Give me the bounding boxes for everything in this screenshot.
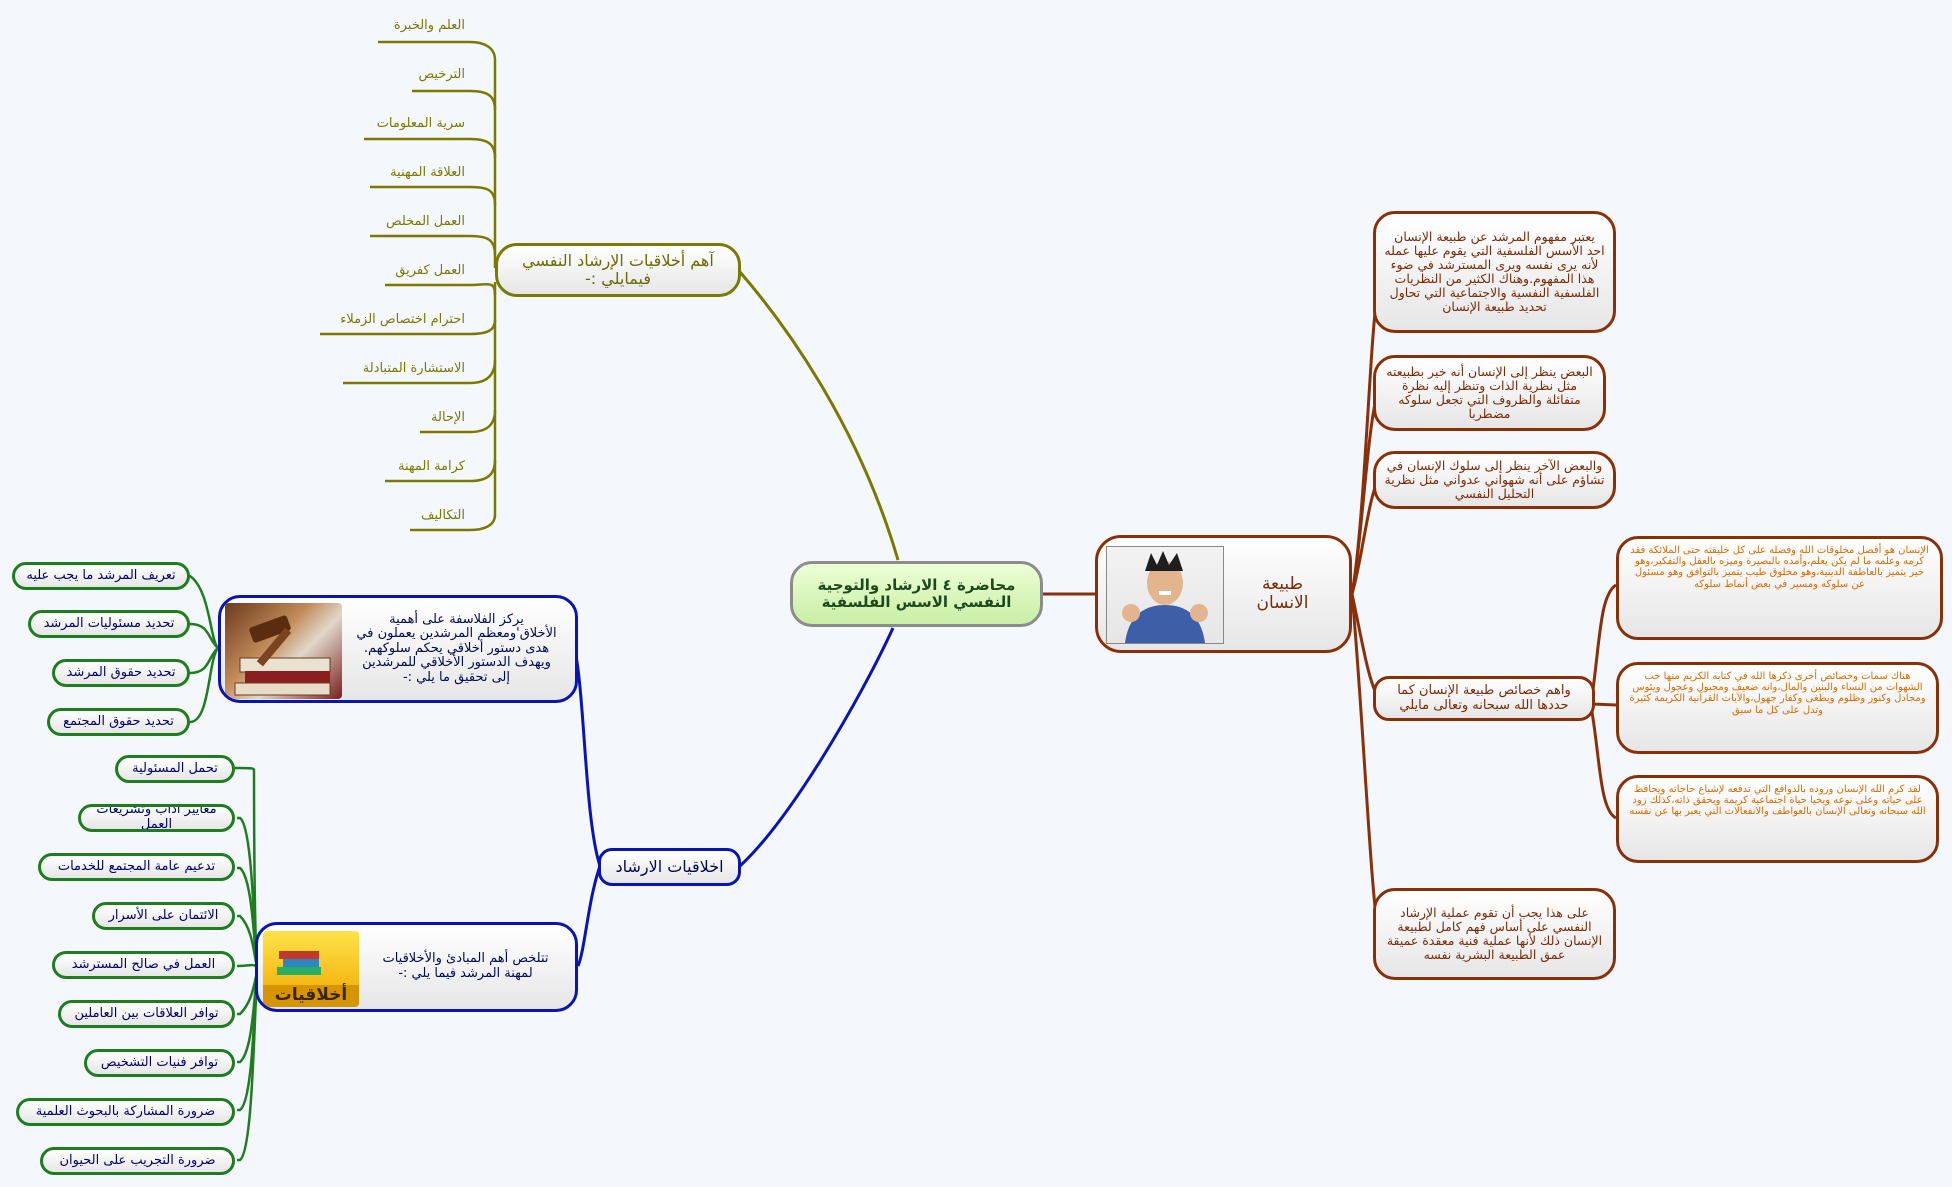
guidance-node[interactable]: اخلاقيات الارشاد [598,848,741,886]
human-nature-item[interactable]: يعتبر مفهوم المرشد عن طبيعة الإنسان احد … [1373,211,1616,333]
philosophy-item[interactable]: تحديد مسئوليات المرشد [28,610,190,638]
ethics-book-label: أخلاقيات [274,985,348,1005]
connector-guidance-principles [576,865,602,967]
connector-char-1 [1590,583,1617,698]
connector-olive-spine-lower [410,282,497,532]
ethics-main-title: آهم أخلاقيات الإرشاد النفسي فيمايلي :- [522,251,714,288]
ethics-item: العمل كفريق [395,263,465,278]
characteristics-title: واهم خصائص طبيعة الإنسان كما حددها الله … [1397,682,1571,713]
connector-green-p3 [186,647,220,724]
gavel-icon [234,615,331,696]
connector-olive-2 [364,137,497,159]
principles-item[interactable]: ضرورة التجريب على الحيوان [40,1147,235,1175]
principles-item[interactable]: العمل في صالح المسترشد [52,951,235,979]
human-nature-item[interactable]: البعض ينظر إلى الإنسان أنه خير بطبيعته م… [1373,355,1606,431]
characteristic-item[interactable]: الإنسان هو أفضل مخلوقات الله وفضله على ك… [1616,536,1943,640]
principles-text: تتلخص أهم المبادئ والأخلاقيات لمهنة المر… [382,951,549,981]
connector-olive-6 [320,319,497,336]
characteristic-item[interactable]: لقد كرم الله الإنسان وزوده بالدوافع التي… [1616,775,1939,863]
principles-item[interactable]: معايير آداب وتشريعات العمل [78,804,235,832]
ethics-book-image: أخلاقيات [263,931,359,1007]
connector-olive-7 [343,359,497,385]
connector-olive-5 [385,282,497,296]
human-nature-item[interactable]: والبعض الآخر ينظر إلى سلوك الإنسان في تش… [1373,451,1616,509]
human-nature-item[interactable]: على هذا يجب أن تقوم عملية الإرشاد النفسي… [1373,888,1616,980]
connector-char-3 [1590,711,1617,820]
person-icon [1122,551,1208,643]
human-nature-title: طبيعة الانسان [1256,573,1309,613]
connector-green-q9 [237,969,260,1162]
connector-hn-1 [1350,289,1380,595]
characteristic-item[interactable]: هناك سمات وخصائص أخرى ذكرها الله في كتاب… [1616,662,1939,754]
ethics-item: احترام اختصاص الزملاء [340,312,465,327]
connector-olive-3 [370,185,497,206]
philosophy-text: يركز الفلاسفة على أهمية الأخلاق'ومعظم ال… [356,611,557,685]
guidance-title: اخلاقيات الارشاد [615,857,724,877]
philosophy-item[interactable]: تعريف المرشد ما يجب عليه [12,562,190,590]
root-node[interactable]: محاضرة ٤ الارشاد والتوجية النفسي الاسس ا… [790,561,1043,627]
connector-hn-5 [1350,593,1380,933]
ethics-item: سرية المعلومات [376,116,465,131]
connector-char-2 [1591,702,1617,707]
gavel-books-image [225,603,342,699]
ethics-item: العمل المخلص [385,214,465,229]
ethics-item: الإحالة [431,410,465,425]
philosophy-node[interactable]: يركز الفلاسفة على أهمية الأخلاق'ومعظم ال… [218,595,578,703]
connector-root-guidance [738,627,895,868]
stressed-man-photo [1106,546,1224,644]
connector-olive-1 [412,89,497,111]
principles-item[interactable]: ضرورة المشاركة بالبحوث العلمية [16,1098,235,1126]
principles-item[interactable]: تحمل المسئولية [115,755,235,783]
connector-root-ethics-main [738,271,900,561]
ethics-item: كرامة المهنة [397,459,465,474]
connector-olive-spine [378,40,497,268]
principles-item[interactable]: تدعيم عامة المجتمع للخدمات [38,853,235,881]
human-nature-node[interactable]: طبيعة الانسان [1095,535,1352,653]
connector-green-spine-top [188,574,220,649]
connector-guidance-philosophy [573,649,602,867]
books-icon [263,951,359,1007]
connector-olive-8 [420,409,497,434]
connector-olive-4 [370,234,497,256]
ethics-item: العلم والخبرة [393,18,465,33]
characteristics-node[interactable]: واهم خصائص طبيعة الإنسان كما حددها الله … [1373,676,1595,721]
philosophy-item[interactable]: تحديد حقوق المرشد [52,659,190,687]
connector-green-p1 [180,622,219,649]
principles-item[interactable]: الائتمان على الأسرار [92,902,235,930]
ethics-item: الاستشارة المتبادلة [362,361,465,376]
principles-node[interactable]: أخلاقيات تتلخص أهم المبادئ والأخلاقيات ل… [255,922,578,1012]
root-title: محاضرة ٤ الارشاد والتوجية النفسي الاسس ا… [817,576,1016,611]
philosophy-item[interactable]: تحديد حقوق المجتمع [47,708,190,736]
ethics-item: العلاقة المهنية [390,165,465,180]
principles-item[interactable]: توافر فنيات التشخيص [84,1049,235,1077]
principles-item[interactable]: توافر العلاقات بين العاملين [58,1000,235,1028]
ethics-main-node[interactable]: آهم أخلاقيات الإرشاد النفسي فيمايلي :- [495,243,741,297]
ethics-item: التكاليف [421,508,465,523]
ethics-item: الترخيص [418,67,465,82]
connector-olive-9 [385,459,497,483]
